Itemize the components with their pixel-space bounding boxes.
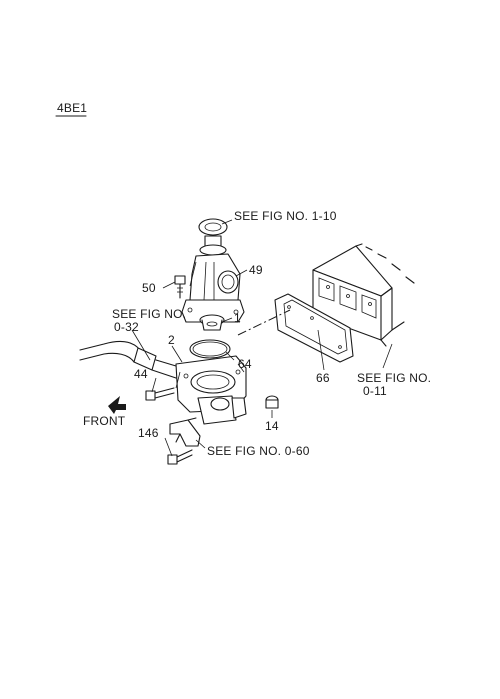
part-50-label: 50 bbox=[142, 281, 156, 295]
bolt-44 bbox=[145, 387, 175, 401]
see-fig-0-11-label-line1: SEE FIG NO. bbox=[357, 371, 431, 385]
bolt-50 bbox=[174, 275, 186, 299]
water-outlet-body-2 bbox=[175, 355, 247, 425]
bracket-146 bbox=[167, 417, 201, 465]
part-64-label: 64 bbox=[238, 357, 252, 371]
o-ring-64 bbox=[189, 339, 231, 359]
part-44-label: 44 bbox=[134, 367, 148, 381]
see-fig-1-10-label: SEE FIG NO. 1-10 bbox=[234, 209, 337, 223]
front-arrow bbox=[108, 396, 126, 414]
model-code-label: 4BE1 bbox=[55, 101, 87, 117]
thermostat-housing-49 bbox=[181, 218, 245, 323]
model-code-text: 4BE1 bbox=[57, 101, 87, 115]
cylinder-head-block bbox=[312, 243, 415, 347]
see-fig-0-60-label: SEE FIG NO. 0-60 bbox=[207, 444, 310, 458]
front-label: FRONT bbox=[83, 414, 126, 428]
thermostat-1 bbox=[199, 314, 225, 331]
part-14-label: 14 bbox=[265, 419, 279, 433]
part-49-label: 49 bbox=[249, 263, 263, 277]
part-labels: SEE FIG NO. 1-10 49 50 1 SEE FIG NO. 0-3… bbox=[83, 209, 431, 458]
bypass-hose bbox=[79, 340, 177, 379]
see-fig-0-32-label-line1: SEE FIG NO. bbox=[112, 307, 186, 321]
plug-14 bbox=[265, 395, 279, 409]
see-fig-0-32-label-line2: 0-32 bbox=[114, 320, 139, 334]
part-66-label: 66 bbox=[316, 371, 330, 385]
gasket-66 bbox=[274, 293, 354, 363]
part-2-label: 2 bbox=[168, 333, 175, 347]
part-1-label: 1 bbox=[234, 311, 241, 325]
leader-lines bbox=[131, 219, 393, 457]
see-fig-0-11-label-line2: 0-11 bbox=[363, 384, 387, 398]
part-146-label: 146 bbox=[138, 426, 159, 440]
